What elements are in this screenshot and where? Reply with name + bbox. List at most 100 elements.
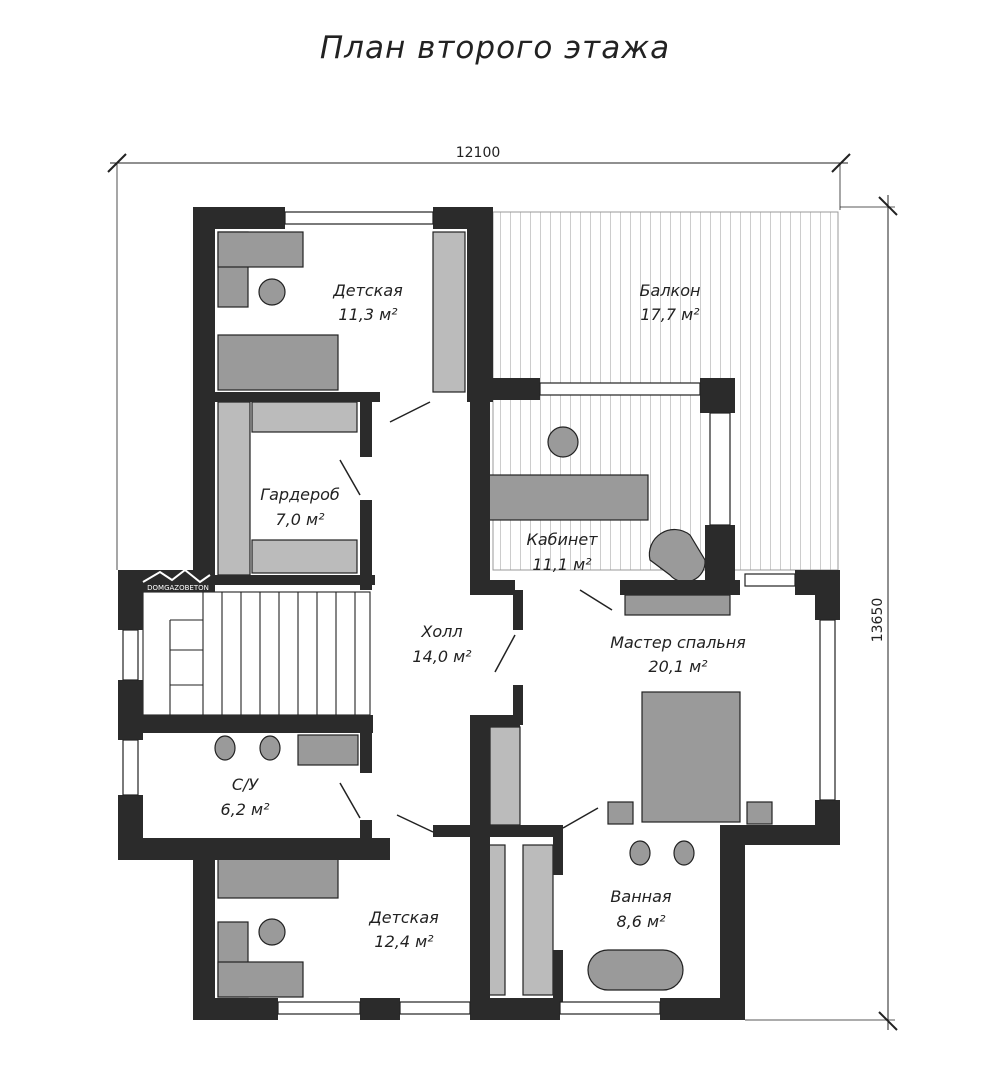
doors	[339, 401, 613, 833]
wall-segment	[720, 825, 840, 845]
room-name: Детская	[368, 908, 439, 927]
brand-logo: DOMGAZOBETON	[142, 568, 211, 592]
room-area: 7,0 м²	[275, 510, 325, 529]
window	[539, 382, 701, 396]
furniture-item	[217, 334, 339, 391]
room-area: 11,1 м²	[532, 555, 592, 574]
wardrobe	[217, 401, 251, 576]
wall-segment	[470, 825, 560, 837]
furniture-item	[482, 474, 649, 521]
window	[819, 619, 836, 801]
dimension-width-label: 12100	[456, 145, 501, 161]
wardrobe	[489, 726, 521, 826]
room-area: 20,1 м²	[648, 657, 708, 676]
wall-segment	[815, 570, 840, 620]
wardrobe	[251, 401, 358, 433]
room-area: 8,6 м²	[616, 912, 666, 931]
furniture-item	[641, 691, 741, 823]
wall-segment	[118, 570, 143, 630]
toilet-or-sink	[259, 735, 281, 761]
chair	[547, 426, 579, 458]
toilet-or-sink	[214, 735, 236, 761]
room-labels: Детская 11,3 м² Балкон 17,7 м² Гардероб 7,0…	[220, 281, 746, 951]
window	[122, 739, 139, 796]
wall-segment	[193, 845, 215, 1020]
wall-segment	[193, 207, 215, 592]
plan-title: План второго этажа	[320, 30, 670, 66]
wall-segment	[433, 825, 473, 837]
door-leaf	[562, 807, 599, 829]
wall-segment	[470, 580, 515, 595]
room-name: Холл	[420, 622, 462, 641]
wall-segment	[360, 392, 372, 457]
dimension-height-label: 13650	[870, 598, 886, 643]
windows	[122, 211, 836, 1015]
furniture-item	[607, 801, 634, 825]
wall-segment	[513, 590, 523, 630]
room-area: 11,3 м²	[338, 305, 398, 324]
wall-segment	[143, 715, 373, 733]
room-name: Детская	[332, 281, 403, 300]
wall-segment	[360, 820, 372, 850]
room-area: 17,7 м²	[640, 305, 700, 324]
wall-segment	[620, 580, 740, 595]
walls	[118, 207, 840, 1020]
wall-segment	[360, 998, 400, 1020]
room-kids-1: Детская 11,3 м²	[332, 281, 403, 324]
room-bath: Ванная 8,6 м²	[610, 887, 672, 931]
staircase	[142, 591, 371, 716]
wardrobe	[522, 844, 554, 996]
room-area: 14,0 м²	[412, 647, 472, 666]
chair	[258, 278, 286, 306]
room-name: Гардероб	[260, 485, 340, 504]
wall-segment	[470, 715, 490, 1005]
wardrobe	[251, 539, 358, 574]
window	[559, 1001, 661, 1015]
wall-segment	[193, 207, 285, 229]
furniture-item	[217, 961, 304, 998]
room-study: Кабинет 11,1 м²	[526, 530, 598, 574]
window	[277, 1001, 361, 1015]
wall-segment	[118, 680, 143, 740]
wall-segment	[215, 575, 375, 585]
wall-segment	[553, 825, 563, 875]
furniture-item	[297, 734, 359, 766]
furniture-item	[624, 594, 731, 616]
wall-segment	[720, 825, 745, 1020]
toilet-or-sink	[629, 840, 651, 866]
door-leaf	[396, 814, 434, 833]
door-leaf	[494, 634, 516, 673]
toilet-or-sink	[673, 840, 695, 866]
door-leaf	[389, 401, 431, 423]
wall-segment	[215, 392, 380, 402]
wall-segment	[467, 207, 493, 402]
wall-segment	[470, 998, 560, 1020]
window	[744, 573, 796, 587]
window	[399, 1001, 471, 1015]
room-name: Ванная	[610, 887, 672, 906]
bathtub	[587, 949, 684, 991]
room-hall: Холл 14,0 м²	[412, 622, 472, 666]
room-kids-2: Детская 12,4 м²	[368, 908, 439, 951]
chair	[258, 918, 286, 946]
room-name: Кабинет	[526, 530, 598, 549]
room-area: 12,4 м²	[374, 932, 434, 951]
window	[284, 211, 434, 225]
room-wardrobe: Гардероб 7,0 м²	[260, 485, 340, 529]
room-balcony: Балкон 17,7 м²	[640, 281, 701, 324]
wall-segment	[470, 378, 540, 400]
furniture-item	[217, 231, 304, 268]
room-name: С/У	[232, 775, 260, 794]
wall-segment	[553, 950, 563, 1005]
window	[709, 412, 731, 526]
dimension-height	[745, 195, 898, 1031]
wall-segment	[470, 378, 490, 590]
wall-segment	[660, 998, 745, 1020]
room-name: Балкон	[640, 281, 701, 300]
logo-text: DOMGAZOBETON	[147, 584, 209, 592]
room-wc: С/У6,2 м²	[220, 775, 270, 819]
wall-segment	[118, 838, 390, 860]
door-leaf	[579, 589, 613, 611]
wardrobe	[432, 231, 466, 393]
